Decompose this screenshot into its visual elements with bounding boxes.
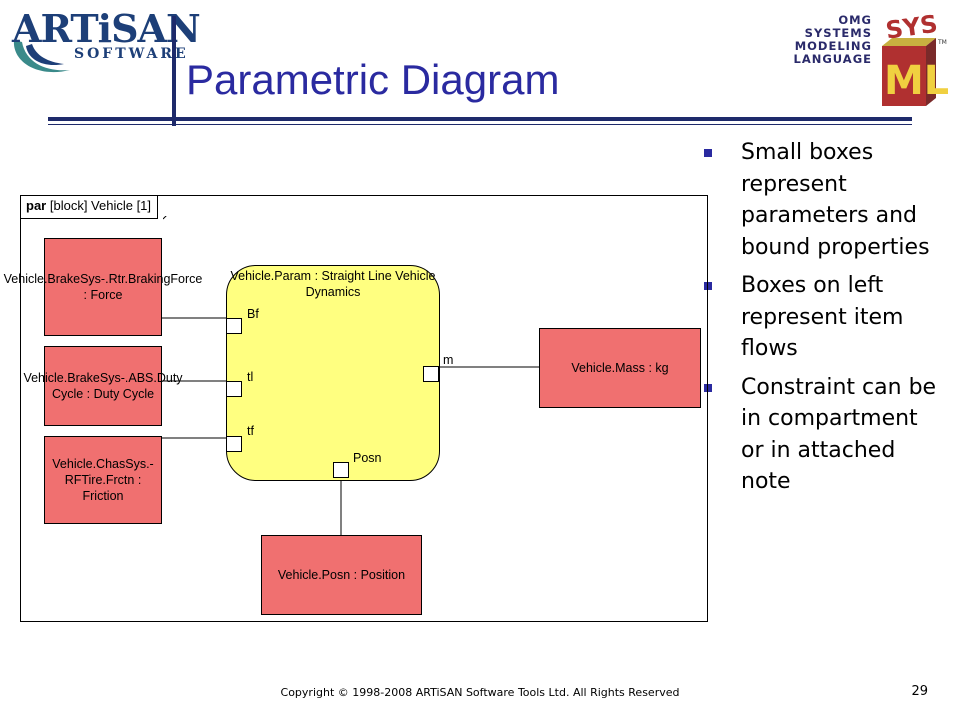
diagram-frame — [20, 195, 708, 622]
bullet-item: Small boxes represent parameters and bou… — [704, 137, 944, 263]
bullet-text: Boxes on left represent item flows — [741, 273, 904, 361]
frame-label: [block] Vehicle [1] — [49, 198, 152, 213]
constraint-block[interactable] — [226, 265, 440, 481]
port-m[interactable] — [423, 366, 439, 382]
part-mass[interactable]: Vehicle.Mass : kg — [539, 328, 701, 408]
bullet-item: Boxes on left represent item flows — [704, 270, 944, 365]
bullet-list: Small boxes represent parameters and bou… — [704, 137, 944, 505]
bullet-square-icon — [704, 282, 712, 290]
port-posn[interactable] — [333, 462, 349, 478]
sysml-logo-text: OMG SYSTEMS MODELING LANGUAGE — [792, 14, 872, 66]
copyright-text: Copyright © 1998-2008 ARTiSAN Software T… — [280, 686, 680, 699]
diagram-frame-tab: par [block] Vehicle [1] — [20, 195, 159, 219]
part-duty-cycle[interactable]: Vehicle.BrakeSys-.ABS.Duty Cycle : Duty … — [23, 346, 183, 426]
sysml-tm-text: TM — [937, 39, 947, 46]
port-bf[interactable] — [226, 318, 242, 334]
part-position[interactable]: Vehicle.Posn : Position — [261, 535, 422, 615]
constraint-label: Vehicle.Param : Straight Line Vehicle Dy… — [230, 269, 436, 299]
port-label-tf: tf — [247, 424, 254, 438]
port-tf[interactable] — [226, 436, 242, 452]
sysml-logo: OMG SYSTEMS MODELING LANGUAGE SYS ML TM — [792, 10, 952, 106]
artisan-logo: ARTiSAN SOFTWARE — [8, 6, 201, 82]
port-label-posn: Posn — [353, 451, 382, 465]
frame-keyword: par — [26, 198, 47, 213]
title-vertical-rule — [172, 16, 176, 126]
sysml-mark-big-text: ML — [884, 58, 948, 104]
sysml-logo-line-3: MODELING — [794, 39, 872, 53]
port-tl[interactable] — [226, 381, 242, 397]
bullet-item: Constraint can be in compartment or in a… — [704, 372, 944, 498]
port-label-m: m — [443, 353, 454, 367]
artisan-logo-sub-text: SOFTWARE — [74, 46, 189, 62]
port-label-bf: Bf — [247, 307, 259, 321]
sysml-logo-line-2: SYSTEMS — [804, 26, 872, 40]
title-rule-thin — [48, 124, 912, 125]
bullet-text: Small boxes represent parameters and bou… — [741, 140, 930, 260]
bullet-square-icon — [704, 383, 712, 392]
page-title: Parametric Diagram — [186, 56, 560, 103]
part-braking-force[interactable]: Vehicle.BrakeSys-.Rtr.BrakingForce : For… — [4, 238, 202, 336]
frame-tab-corner — [163, 216, 167, 220]
artisan-logo-main-text: ARTiSAN — [12, 6, 201, 51]
page-number: 29 — [911, 684, 928, 699]
sysml-logo-line-4: LANGUAGE — [793, 52, 872, 66]
sysml-logo-line-1: OMG — [838, 13, 872, 27]
bullet-text: Constraint can be in compartment or in a… — [741, 374, 937, 495]
port-label-tl: tl — [247, 370, 254, 384]
title-rule-thick — [48, 117, 912, 121]
part-friction[interactable]: Vehicle.ChasSys.-RFTire.Frctn : Friction — [44, 436, 162, 524]
sysml-mark-icon: SYS ML TM — [882, 10, 948, 106]
bullet-square-icon — [704, 149, 712, 157]
artisan-swoosh-icon — [13, 40, 70, 73]
